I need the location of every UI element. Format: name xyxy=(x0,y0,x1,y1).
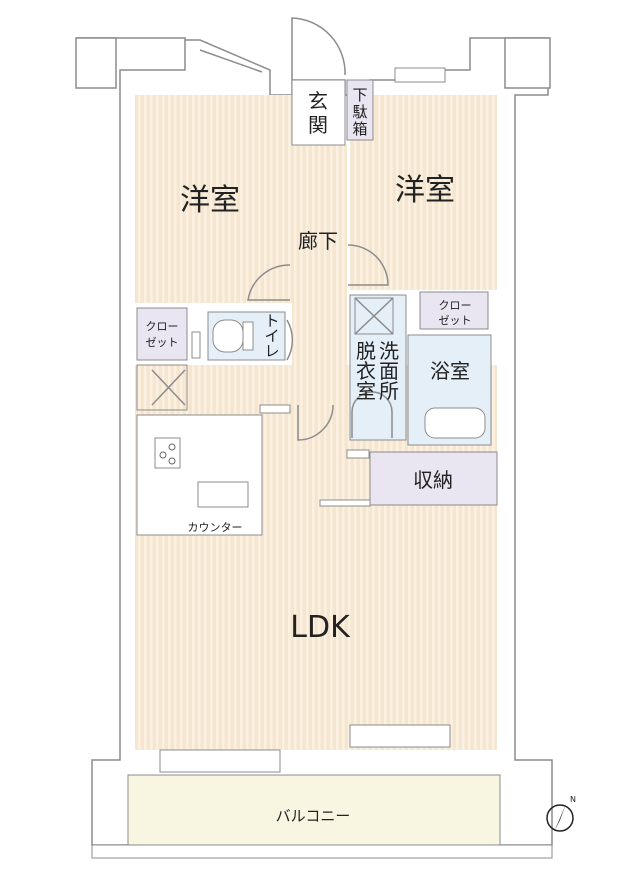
closet-left-label-1: クロー xyxy=(146,320,179,333)
compass-north-label: N xyxy=(570,795,576,804)
entrance-door xyxy=(291,17,346,80)
toilet-bowl xyxy=(212,319,244,353)
toilet-label-2: イ xyxy=(264,327,279,345)
ldk-label: LDK xyxy=(290,610,351,645)
balcony-label: バルコニー xyxy=(276,807,351,825)
shoe-box-label-2: 駄 xyxy=(352,103,367,121)
wash-basin xyxy=(351,391,393,438)
ldk-floor-upper xyxy=(262,405,347,505)
entrance-area xyxy=(291,79,346,146)
entrance-label-1: 玄 xyxy=(308,89,328,113)
dressing-label-1: 脱 xyxy=(356,339,376,363)
windows xyxy=(159,49,451,773)
shoe-box-label-3: 箱 xyxy=(352,120,367,138)
closet-left-area xyxy=(136,307,188,361)
closet-right-label-2: ゼット xyxy=(439,314,472,327)
dressing-label-2: 衣 xyxy=(356,359,376,383)
shoe-box xyxy=(346,79,374,141)
counter-label: カウンター xyxy=(188,521,243,534)
storage-label: 収納 xyxy=(413,468,453,492)
entrance-label-2: 関 xyxy=(308,113,328,137)
toilet-label-1: ト xyxy=(264,312,279,330)
washroom-label-1: 洗 xyxy=(379,339,399,363)
closet-right-area xyxy=(419,291,489,330)
washroom-label-3: 所 xyxy=(379,379,399,403)
hallway-floor xyxy=(292,145,347,405)
stove-icon xyxy=(154,437,181,469)
bathroom-label: 浴室 xyxy=(430,359,470,383)
sink-icon xyxy=(197,481,249,508)
balcony-edge xyxy=(91,844,553,859)
ldk-door xyxy=(297,404,334,441)
washroom-label-2: 面 xyxy=(379,359,399,383)
closet-right-label-1: クロー xyxy=(439,299,472,312)
balcony-area xyxy=(127,774,501,846)
bathtub xyxy=(424,407,486,439)
storage-area xyxy=(369,451,498,506)
shoe-box-label-1: 下 xyxy=(352,86,367,104)
western-room-left-floor xyxy=(135,95,292,303)
western-room-left-label: 洋室 xyxy=(180,183,240,218)
toilet-door xyxy=(286,319,294,361)
western-room-right-label: 洋室 xyxy=(395,173,455,208)
hallway-label: 廊下 xyxy=(298,229,338,253)
dressing-label-3: 室 xyxy=(356,379,376,403)
toilet-label-3: レ xyxy=(264,342,279,360)
room-right-door xyxy=(347,244,389,286)
closet-left-label-2: ゼット xyxy=(146,336,179,349)
toilet-tank xyxy=(242,321,254,351)
room-left-door xyxy=(247,264,291,301)
kitchen-counter xyxy=(136,414,263,536)
compass-icon: N xyxy=(546,795,576,832)
western-room-right-floor xyxy=(350,95,497,290)
